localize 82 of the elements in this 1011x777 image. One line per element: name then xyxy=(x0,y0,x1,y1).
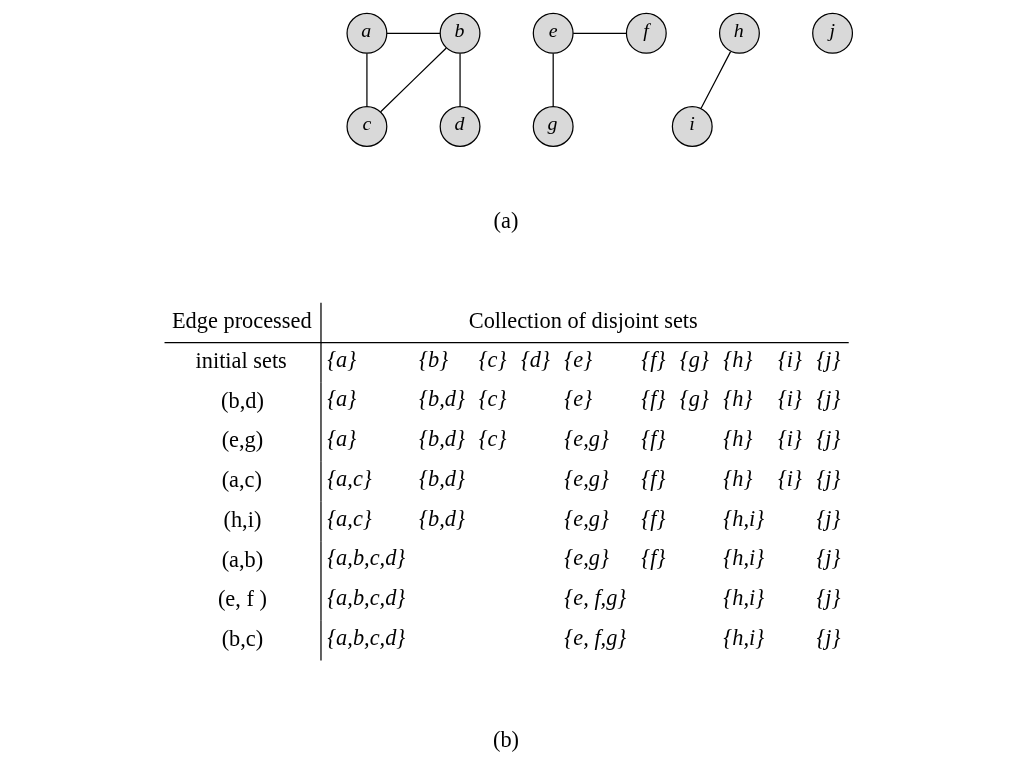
label: {f} xyxy=(640,545,665,571)
label: {c} xyxy=(478,386,506,412)
label: {e, f,g} xyxy=(563,624,626,650)
label: {f} xyxy=(640,346,665,372)
label: Collection of disjoint sets xyxy=(468,308,698,334)
label: {j} xyxy=(815,346,841,372)
label: {f} xyxy=(640,505,665,531)
node-circle: e xyxy=(532,12,574,54)
label: {i} xyxy=(777,346,802,372)
connector xyxy=(700,51,731,109)
label: {i} xyxy=(777,386,802,412)
label: {e,g} xyxy=(563,426,609,452)
label: {i} xyxy=(777,426,802,452)
connector xyxy=(385,32,441,34)
label: {i} xyxy=(777,465,802,491)
label: {e} xyxy=(563,346,592,372)
label: {a} xyxy=(326,426,356,452)
label: {h} xyxy=(722,465,752,491)
label: {f} xyxy=(640,426,665,452)
label: {j} xyxy=(815,426,841,452)
label: {h} xyxy=(722,426,752,452)
label: {b} xyxy=(418,346,448,372)
label: {b,d} xyxy=(418,426,465,452)
label: {j} xyxy=(815,505,841,531)
node-circle: g xyxy=(532,106,574,147)
label: {g} xyxy=(679,386,709,412)
label: {a} xyxy=(326,346,356,372)
label: {d} xyxy=(520,346,550,372)
label: (a,b) xyxy=(221,546,263,572)
node-circle: b xyxy=(439,12,481,54)
connector xyxy=(365,52,368,108)
label: {e,g} xyxy=(563,505,609,531)
label: {a,c} xyxy=(326,465,372,491)
label: {b,d} xyxy=(418,465,465,491)
node-circle: a xyxy=(345,12,387,54)
label: initial sets xyxy=(195,347,287,373)
label: {a,b,c,d} xyxy=(326,624,405,650)
label: (e, f ) xyxy=(217,586,267,612)
label: {f} xyxy=(640,465,665,491)
label: {c} xyxy=(478,426,506,452)
node-circle: i xyxy=(671,106,713,147)
connector xyxy=(552,52,554,108)
label: {e,g} xyxy=(563,545,609,571)
node-circle: c xyxy=(345,106,387,147)
label: Edge processed xyxy=(171,308,312,334)
label: {a,c} xyxy=(326,505,372,531)
label: (b,c) xyxy=(221,626,263,652)
label: {j} xyxy=(815,585,841,611)
label: {a,b,c,d} xyxy=(326,585,405,611)
label: (e,g) xyxy=(221,427,263,453)
label: {j} xyxy=(815,386,841,412)
label: (b) xyxy=(492,726,519,752)
connector xyxy=(458,52,461,108)
label: {b,d} xyxy=(418,505,465,531)
label: {h,i} xyxy=(722,624,764,650)
label: {j} xyxy=(815,545,841,571)
label: {a} xyxy=(326,386,356,412)
label: {f} xyxy=(640,386,665,412)
label: (h,i) xyxy=(223,506,261,532)
label: {j} xyxy=(815,465,841,491)
label: {c} xyxy=(478,346,506,372)
label: {h,i} xyxy=(722,585,764,611)
label: {h,i} xyxy=(722,545,764,571)
label: {h,i} xyxy=(722,505,764,531)
label: {e} xyxy=(563,386,592,412)
connector xyxy=(379,47,447,113)
node-circle: h xyxy=(718,12,760,54)
label: {e, f,g} xyxy=(563,585,626,611)
label: (a) xyxy=(493,207,518,233)
node-circle: j xyxy=(811,12,853,54)
label: (b,d) xyxy=(220,387,264,413)
label: {g} xyxy=(679,346,709,372)
connector xyxy=(572,32,627,34)
label: {j} xyxy=(815,624,841,650)
label: {e,g} xyxy=(563,465,609,491)
label: {a,b,c,d} xyxy=(326,545,405,571)
node-circle: d xyxy=(439,106,481,147)
node-circle: f xyxy=(625,12,667,54)
label: {b,d} xyxy=(418,386,465,412)
label: {h} xyxy=(722,346,752,372)
label: (a,c) xyxy=(221,467,262,493)
label: {h} xyxy=(722,386,752,412)
